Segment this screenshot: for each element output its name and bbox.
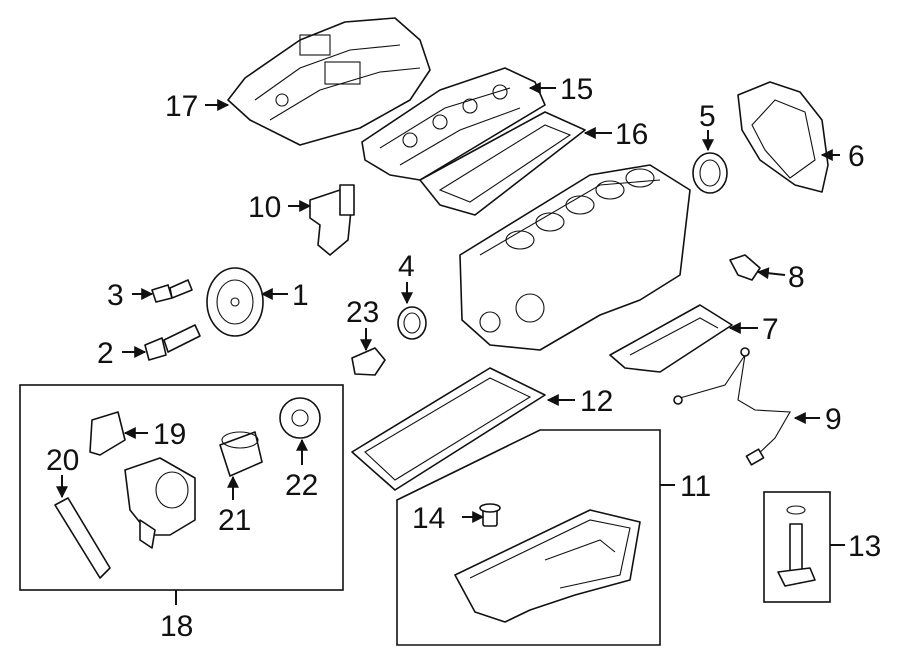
oil-pan-part xyxy=(454,509,641,623)
callout-15: 15 xyxy=(560,73,593,106)
drain-plug-part xyxy=(479,503,501,527)
camshaft-sensor-part xyxy=(309,184,355,256)
callout-22: 22 xyxy=(285,469,318,502)
oil-level-sensor-unit-part xyxy=(777,505,816,587)
leader-8 xyxy=(756,267,786,280)
crank-bolt-part xyxy=(144,324,201,361)
callout-11: 11 xyxy=(680,470,711,503)
valve-cover-part xyxy=(361,67,546,181)
oil-pan-group-box xyxy=(396,429,661,646)
callout-17: 17 xyxy=(165,90,198,123)
callout-8: 8 xyxy=(788,261,805,294)
front-seal-part xyxy=(397,306,427,340)
callout-23: 23 xyxy=(346,296,379,329)
callout-16: 16 xyxy=(615,118,648,151)
callout-10: 10 xyxy=(248,191,281,224)
callout-4: 4 xyxy=(398,250,415,283)
oil-baffle-part xyxy=(609,304,733,373)
callout-21: 21 xyxy=(218,504,251,537)
callout-12: 12 xyxy=(580,385,613,418)
dipstick-group-box xyxy=(763,491,831,603)
callout-14: 14 xyxy=(412,502,445,535)
callout-18: 18 xyxy=(160,610,193,643)
valve-cover-gasket-part xyxy=(419,111,586,216)
callout-3: 3 xyxy=(107,279,124,312)
crankshaft-sensor-part xyxy=(729,254,761,281)
engine-cover-part xyxy=(227,17,431,146)
callout-5: 5 xyxy=(699,100,716,133)
pump-bracket-part xyxy=(89,411,126,456)
callout-2: 2 xyxy=(97,337,114,370)
crankshaft-pulley-part xyxy=(206,267,264,337)
water-pump-part xyxy=(124,457,196,549)
rear-cover-plate-part xyxy=(737,81,829,193)
callout-6: 6 xyxy=(848,140,865,173)
drive-belt-part xyxy=(54,497,111,579)
oil-level-sensor-part xyxy=(673,347,791,466)
callout-1: 1 xyxy=(292,279,309,312)
oil-pressure-sensor-part xyxy=(351,347,386,376)
engine-block-part xyxy=(459,164,691,351)
callout-19: 19 xyxy=(153,418,186,451)
crankshaft-seal-part xyxy=(692,152,728,194)
callout-9: 9 xyxy=(825,403,842,436)
oil-pan-gasket-part xyxy=(351,367,546,491)
oil-filter-cap-part xyxy=(279,397,321,439)
callout-7: 7 xyxy=(762,313,779,346)
oil-filter-part xyxy=(219,431,263,477)
water-pump-group-box xyxy=(19,384,344,591)
callout-13: 13 xyxy=(848,530,881,563)
pulley-bolt-part xyxy=(151,279,193,303)
callout-20: 20 xyxy=(46,444,79,477)
